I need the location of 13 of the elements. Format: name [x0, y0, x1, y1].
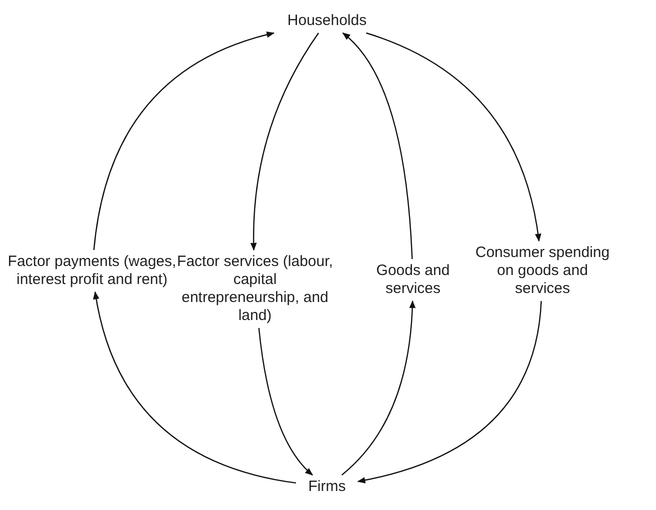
flow-arrow: [258, 328, 314, 476]
sector-label: Firms: [300, 478, 354, 496]
flow-arrow: [93, 32, 275, 250]
flow-arrow: [342, 32, 413, 260]
flow-arrow: [93, 291, 296, 484]
flow-arrow: [366, 32, 541, 242]
flow-arrow: [357, 300, 542, 484]
sector-label: Households: [277, 12, 377, 30]
flow-label: Consumer spending on goods and services: [470, 244, 615, 298]
flow-label: Factor services (labour, capital entrepreneurship, and land): [175, 253, 335, 325]
flow-arrow: [250, 32, 320, 251]
flow-arrow: [341, 300, 416, 476]
flow-label: Goods and services: [366, 262, 460, 298]
